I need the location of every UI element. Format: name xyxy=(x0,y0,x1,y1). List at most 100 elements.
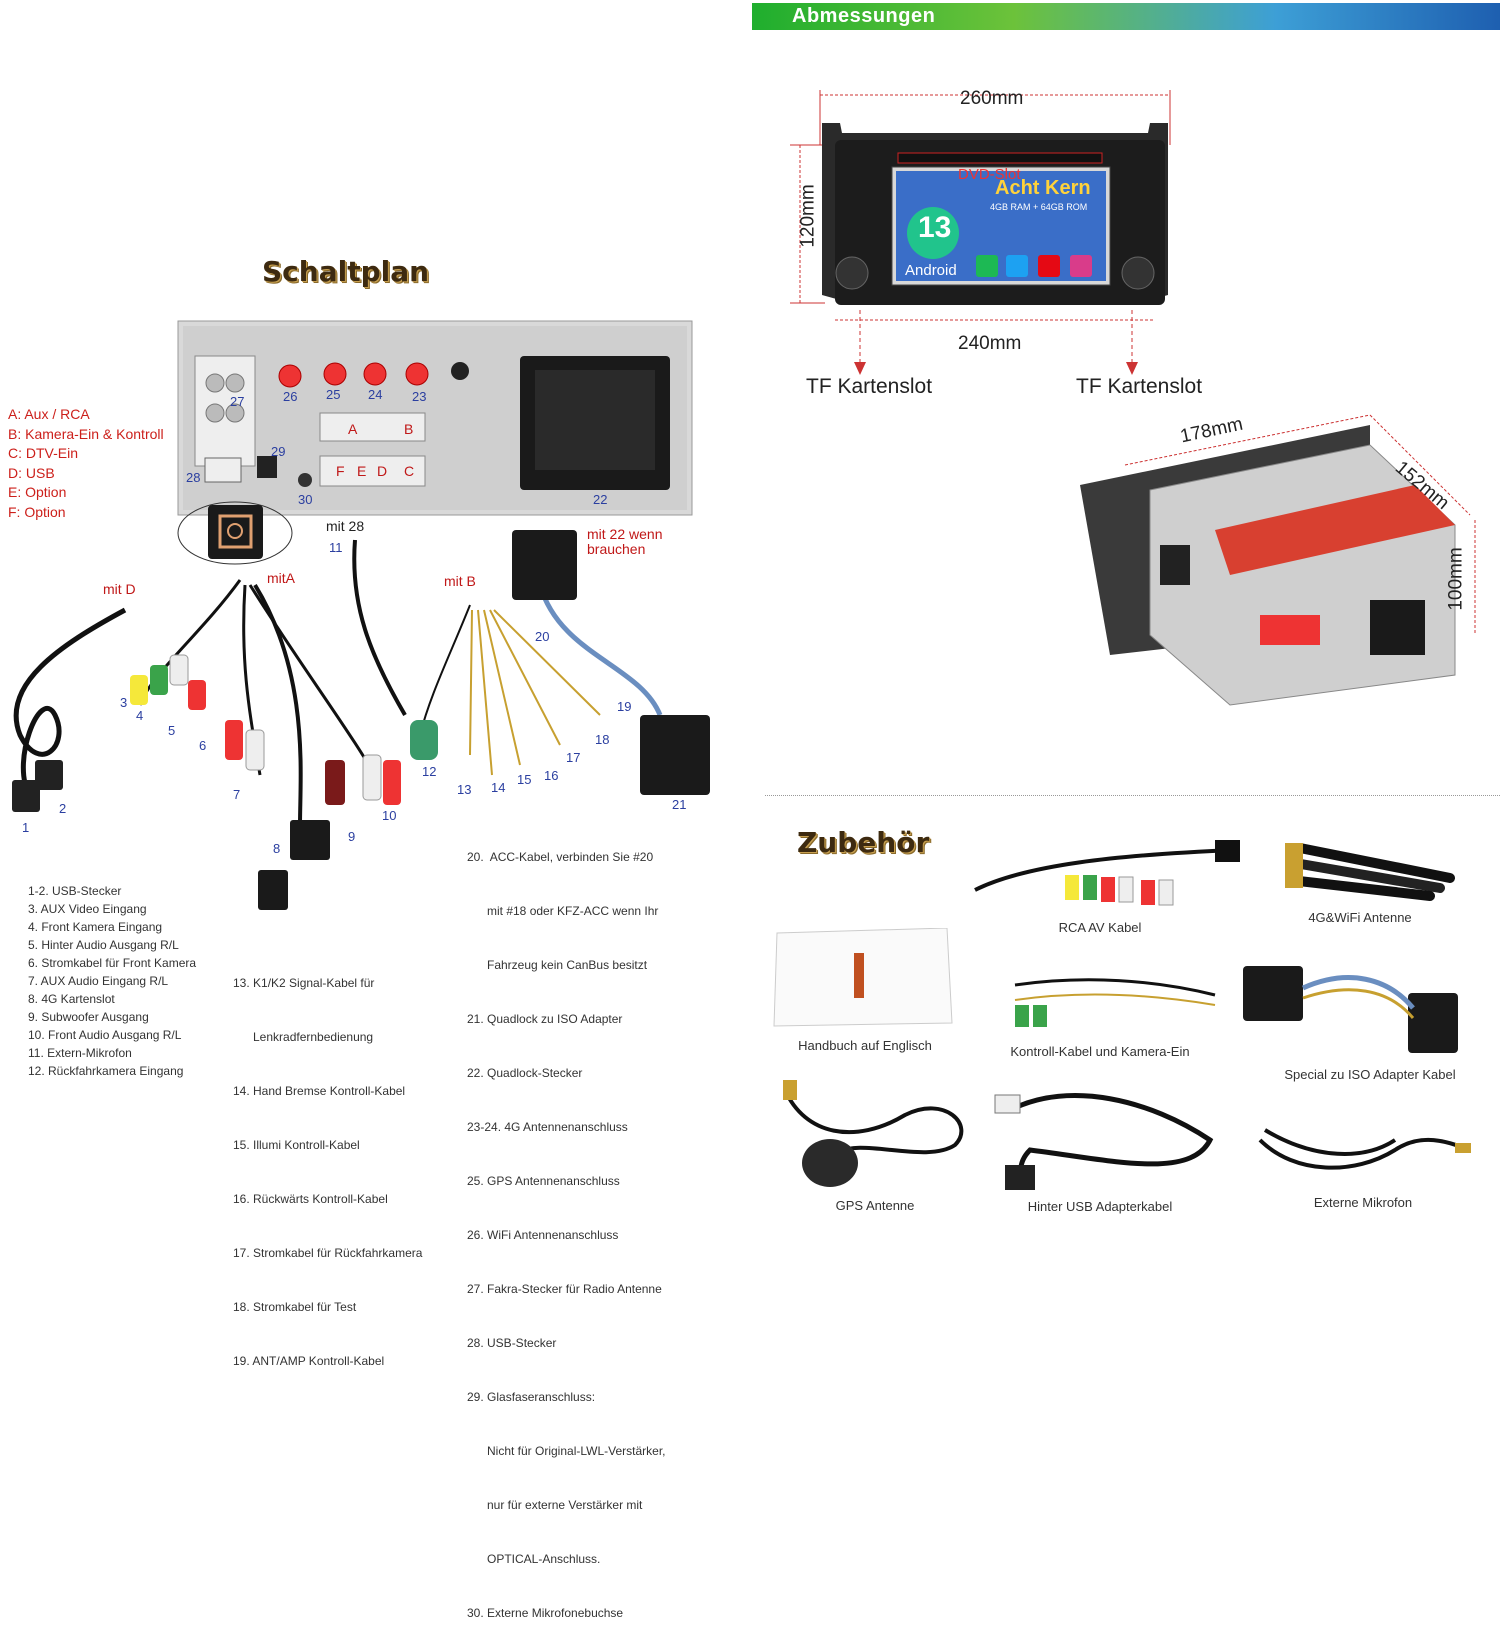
list-item: 4. Front Kamera Eingang xyxy=(28,920,163,934)
list-item: 23-24. 4G Antennenanschluss xyxy=(467,1120,628,1134)
label-mit-22-line2: brauchen xyxy=(587,541,646,557)
list-item: 12. Rückfahrkamera Eingang xyxy=(28,1064,184,1078)
list-item: Lenkradfernbedienung xyxy=(233,1030,374,1044)
schaltplan-title: Schaltplan xyxy=(262,255,430,288)
tf-card-slot-right: TF Kartenslot xyxy=(1076,375,1203,398)
iso-adapter-cable-image xyxy=(1243,966,1458,1053)
cable-18: 18 xyxy=(595,732,610,747)
control-cable-image xyxy=(1014,978,1216,1027)
screen-spec: 4GB RAM + 64GB ROM xyxy=(990,202,1088,212)
cable-list-column-1: 1-2. USB-Stecker 3. AUX Video Eingang 4.… xyxy=(28,882,196,1080)
dimension-width-top: 260mm xyxy=(960,88,1024,109)
list-item: 1-2. USB-Stecker xyxy=(28,884,122,898)
list-item: 21. Quadlock zu ISO Adapter xyxy=(467,1012,623,1026)
legend-e: E: Option xyxy=(8,484,67,501)
cable-10: 10 xyxy=(382,808,397,823)
zubehoer-title: Zubehör xyxy=(797,826,930,859)
gps-antenna-image xyxy=(783,1080,964,1187)
screen-brand: Acht Kern xyxy=(995,177,1091,199)
list-item: 3. AUX Video Eingang xyxy=(28,902,147,916)
port-24: 24 xyxy=(368,387,383,402)
accessory-kontroll-kabel: Kontroll-Kabel und Kamera-Ein xyxy=(1010,1044,1190,1059)
list-item: 14. Hand Bremse Kontroll-Kabel xyxy=(233,1084,406,1098)
legend-letters: A: Aux / RCA B: Kamera-Ein & Kontroll C:… xyxy=(8,405,164,523)
accessory-gps-antenne: GPS Antenne xyxy=(835,1198,915,1213)
list-item: Nicht für Original-LWL-Verstärker, xyxy=(467,1444,666,1458)
4g-wifi-antenna-image xyxy=(1285,843,1455,901)
list-item: nur für externe Verstärker mit xyxy=(467,1498,643,1512)
cable-list-column-2: 13. K1/K2 Signal-Kabel für Lenkradfernbe… xyxy=(233,938,422,1388)
cable-19: 19 xyxy=(617,699,632,714)
label-mit-d: mit D xyxy=(103,581,136,597)
external-microphone-image xyxy=(1258,1128,1471,1170)
wiring-harness-illustration xyxy=(12,530,710,910)
list-item: 25. GPS Antennenanschluss xyxy=(467,1174,620,1188)
list-item: 19. ANT/AMP Kontroll-Kabel xyxy=(233,1354,385,1368)
list-item: 8. 4G Kartenslot xyxy=(28,992,115,1006)
screen-dvd-slot: DVD-Slot xyxy=(958,166,1021,183)
port-25: 25 xyxy=(326,387,341,402)
list-item: OPTICAL-Anschluss. xyxy=(467,1552,601,1566)
list-item: 18. Stromkabel für Test xyxy=(233,1300,357,1314)
list-item: 10. Front Audio Ausgang R/L xyxy=(28,1028,182,1042)
label-mit-a: mitA xyxy=(267,570,295,586)
list-item: 17. Stromkabel für Rückfahrkamera xyxy=(233,1246,423,1260)
cable-9: 9 xyxy=(348,829,356,844)
manual-image xyxy=(773,928,953,1027)
section-divider xyxy=(765,795,1500,796)
legend-c: C: DTV-Ein xyxy=(8,445,79,462)
port-b: B xyxy=(404,421,414,437)
cable-6: 6 xyxy=(199,738,207,753)
list-item: 22. Quadlock-Stecker xyxy=(467,1066,583,1080)
accessory-rca-av-kabel: RCA AV Kabel xyxy=(1058,920,1142,935)
list-item: 15. Illumi Kontroll-Kabel xyxy=(233,1138,360,1152)
port-e: E xyxy=(357,463,367,479)
list-item: 27. Fakra-Stecker für Radio Antenne xyxy=(467,1282,662,1296)
accessory-usb-adapterkabel: Hinter USB Adapterkabel xyxy=(1027,1199,1173,1214)
legend-d: D: USB xyxy=(8,464,55,481)
accessory-iso-adapter: Special zu ISO Adapter Kabel xyxy=(1284,1067,1456,1082)
cable-15: 15 xyxy=(517,772,532,787)
port-27: 27 xyxy=(230,394,245,409)
port-c: C xyxy=(404,463,415,479)
list-item: 9. Subwoofer Ausgang xyxy=(28,1010,149,1024)
list-item: 28. USB-Stecker xyxy=(467,1336,557,1350)
tf-card-slot-left: TF Kartenslot xyxy=(806,375,933,398)
list-item: 26. WiFi Antennenanschluss xyxy=(467,1228,619,1242)
cable-13: 13 xyxy=(457,782,472,797)
list-item: Fahrzeug kein CanBus besitzt xyxy=(467,958,648,972)
dimension-height-side: 100mm xyxy=(1445,547,1467,611)
accessory-handbuch: Handbuch auf Englisch xyxy=(798,1038,932,1053)
dimension-width-bottom: 240mm xyxy=(958,333,1022,354)
rca-av-cable-image xyxy=(974,840,1240,906)
cable-4: 4 xyxy=(136,708,144,723)
list-item: 13. K1/K2 Signal-Kabel für xyxy=(233,976,375,990)
cable-5: 5 xyxy=(168,723,176,738)
cable-2: 2 xyxy=(59,801,67,816)
label-mit-28: mit 28 xyxy=(326,518,365,534)
list-item: 30. Externe Mikrofonebuchse xyxy=(467,1606,624,1620)
cable-21: 21 xyxy=(672,797,687,812)
screen-android-label: Android xyxy=(905,262,957,279)
usb-adapter-cable-image xyxy=(994,1093,1214,1190)
accessory-externe-mikrofon: Externe Mikrofon xyxy=(1313,1195,1413,1210)
cable-list-column-3: 20. ACC-Kabel, verbinden Sie #20 mit #18… xyxy=(467,812,666,1640)
head-unit-side-dimensions xyxy=(1080,414,1476,706)
cable-7: 7 xyxy=(233,787,241,802)
abmessungen-title: Abmessungen xyxy=(792,5,936,27)
cable-16: 16 xyxy=(544,768,559,783)
abmessungen-banner: Abmessungen xyxy=(752,3,1500,30)
cable-20: 20 xyxy=(535,629,550,644)
list-item: 20. ACC-Kabel, verbinden Sie #20 xyxy=(467,850,654,864)
list-item: 11. Extern-Mikrofon xyxy=(28,1046,132,1060)
list-item: 5. Hinter Audio Ausgang R/L xyxy=(28,938,179,952)
port-d: D xyxy=(377,463,388,479)
list-item: 16. Rückwärts Kontroll-Kabel xyxy=(233,1192,388,1206)
legend-b: B: Kamera-Ein & Kontroll xyxy=(8,425,164,442)
cable-17: 17 xyxy=(566,750,581,765)
cable-12: 12 xyxy=(422,764,437,779)
port-29: 29 xyxy=(271,444,286,459)
cable-14: 14 xyxy=(491,780,506,795)
legend-f: F: Option xyxy=(8,503,66,520)
port-22: 22 xyxy=(593,492,608,507)
